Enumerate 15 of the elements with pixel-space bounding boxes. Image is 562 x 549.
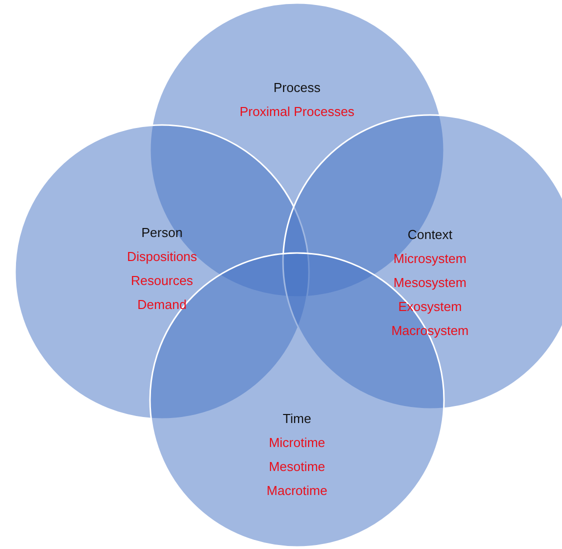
- heading-text: Process: [274, 79, 320, 97]
- list-item: Exosystem: [398, 298, 462, 316]
- list-item: Macrotime: [266, 482, 328, 500]
- list-item: Mesosystem: [394, 274, 466, 292]
- list-item: Dispositions: [126, 248, 198, 266]
- heading-text: Context: [408, 226, 452, 244]
- heading-text: Time: [282, 410, 312, 428]
- list-item: Microsystem: [394, 250, 466, 268]
- list-item: Resources: [130, 272, 194, 290]
- list-item: Proximal Processes: [240, 103, 354, 121]
- list-item: Macrosystem: [391, 322, 469, 340]
- list-item: Microtime: [268, 434, 326, 452]
- list-item: Mesotime: [268, 458, 326, 476]
- list-item: Demand: [137, 296, 187, 314]
- heading-text: Person: [141, 224, 183, 242]
